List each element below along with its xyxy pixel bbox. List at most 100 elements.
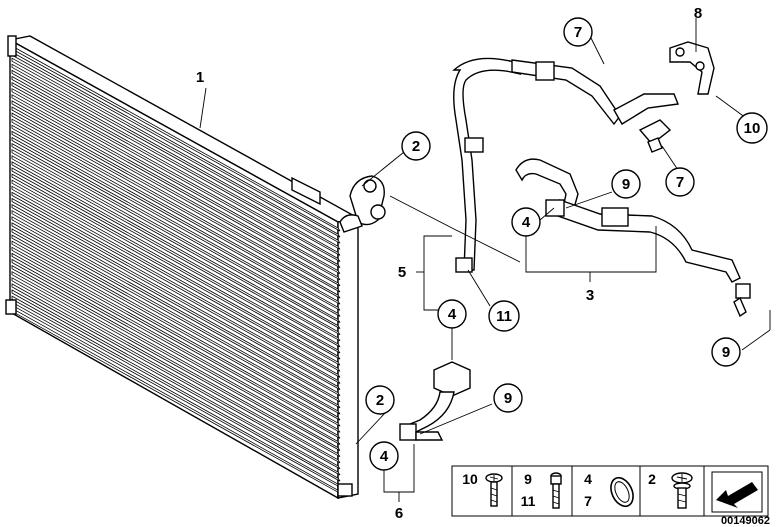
seal-ring-icon — [610, 476, 634, 508]
cooler-fins — [11, 45, 341, 494]
cooler-fin — [11, 149, 341, 336]
cooler-fin — [11, 57, 341, 244]
callout-9-upper: 9 — [611, 169, 641, 199]
cooler-fin — [11, 289, 341, 476]
cooler-fin — [11, 283, 341, 470]
cooler-fin — [11, 240, 341, 427]
svg-text:9: 9 — [722, 344, 730, 361]
svg-text:5: 5 — [398, 264, 406, 281]
cooler-fin — [11, 75, 341, 262]
svg-text:9: 9 — [504, 390, 512, 407]
cooler-fin — [11, 258, 341, 445]
svg-text:2: 2 — [376, 392, 384, 409]
cooler-fin — [11, 264, 341, 451]
callout-2-lower: 2 — [365, 385, 395, 415]
svg-text:7: 7 — [584, 493, 592, 509]
svg-text:4: 4 — [522, 214, 531, 231]
callout-5: 5 — [398, 264, 406, 281]
cooler-fin — [11, 271, 341, 458]
callout-10: 10 — [736, 112, 768, 144]
callout-1: 1 — [196, 69, 204, 86]
cooler-fin — [11, 167, 341, 354]
cooler-fin — [11, 161, 341, 348]
callout-11: 11 — [488, 300, 520, 332]
cooler-fin — [11, 203, 341, 390]
callout-7-upper: 7 — [563, 17, 593, 47]
svg-text:4: 4 — [448, 306, 457, 323]
callout-4-middle: 4 — [511, 207, 541, 237]
cooler-fin — [11, 252, 341, 439]
callout-9-right: 9 — [711, 337, 741, 367]
cooler-fin — [11, 210, 341, 397]
screw-icon — [485, 473, 503, 507]
oil-cooler — [5, 35, 361, 500]
fastener-legend: 10 9 11 4 — [451, 465, 769, 517]
cooler-fin — [11, 173, 341, 360]
cooler-fin — [11, 112, 341, 299]
collar-screw-icon — [671, 472, 693, 509]
svg-text:9: 9 — [524, 471, 532, 487]
svg-text:1: 1 — [196, 69, 204, 86]
arrow-icon — [711, 471, 763, 513]
cooler-fin — [11, 277, 341, 464]
svg-text:10: 10 — [744, 120, 761, 137]
leader-lines — [199, 18, 771, 502]
svg-text:4: 4 — [380, 448, 389, 465]
callout-6: 6 — [395, 505, 403, 522]
bolt-icon — [550, 472, 562, 509]
cooler-fin — [11, 81, 341, 268]
cooler-bracket — [339, 175, 386, 233]
document-number: 00149062 — [721, 515, 770, 527]
legend-cell-2: 2 — [648, 471, 693, 509]
cooler-fin — [11, 118, 341, 305]
oil-line-7-end — [613, 93, 679, 153]
cooler-fin — [11, 197, 341, 384]
callout-4-lower: 4 — [369, 441, 399, 471]
cooler-fin — [11, 234, 341, 421]
cooler-fin — [11, 246, 341, 433]
callout-7-lower: 7 — [665, 167, 695, 197]
svg-text:2: 2 — [648, 471, 656, 487]
callout-8: 8 — [694, 5, 702, 22]
callout-3: 3 — [586, 287, 594, 304]
callout-9-lower: 9 — [493, 383, 523, 413]
cooler-fin — [11, 136, 341, 323]
cooler-fin — [11, 130, 341, 317]
svg-text:11: 11 — [496, 308, 512, 325]
cooler-fin — [11, 100, 341, 287]
legend-cell-10: 10 — [462, 471, 503, 507]
legend-cell-4-7: 4 7 — [584, 471, 634, 509]
cooler-fin — [11, 191, 341, 378]
cooler-fin — [11, 69, 341, 256]
cooler-fin — [11, 106, 341, 293]
cooler-fin — [11, 216, 341, 403]
svg-text:7: 7 — [676, 174, 684, 191]
callout-2-upper: 2 — [401, 131, 431, 161]
bracket-8 — [669, 41, 715, 95]
svg-text:8: 8 — [694, 5, 702, 22]
svg-text:7: 7 — [574, 24, 582, 41]
cooler-fin — [11, 228, 341, 415]
oil-line-6 — [399, 361, 471, 441]
cooler-fin — [11, 179, 341, 366]
svg-text:11: 11 — [521, 493, 536, 509]
cooler-fin — [11, 142, 341, 329]
cooler-fin — [11, 88, 341, 275]
svg-text:3: 3 — [586, 287, 594, 304]
oil-line-5 — [452, 57, 621, 273]
cooler-fin — [11, 63, 341, 250]
cooler-fin — [11, 124, 341, 311]
legend-cell-9-11: 9 11 — [521, 471, 562, 509]
cooler-fin — [11, 295, 341, 482]
svg-text:6: 6 — [395, 505, 403, 522]
cooler-fin — [11, 185, 341, 372]
cooler-fin — [11, 94, 341, 281]
svg-text:2: 2 — [412, 138, 420, 155]
cooler-fin — [11, 155, 341, 342]
svg-text:9: 9 — [622, 176, 630, 193]
svg-text:4: 4 — [584, 471, 592, 487]
callout-4-center: 4 — [437, 299, 467, 329]
cooler-fin — [11, 222, 341, 409]
svg-text:10: 10 — [462, 471, 478, 487]
